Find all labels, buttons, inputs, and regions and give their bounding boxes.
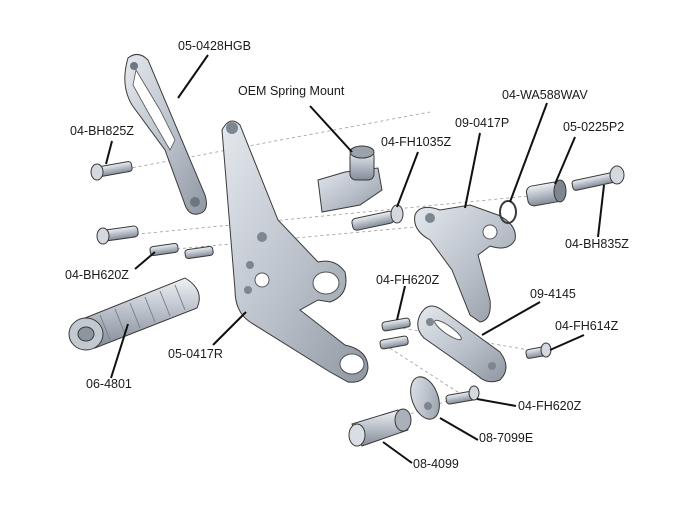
bolt-04-bh835z bbox=[571, 165, 625, 191]
bolt-04-bh620z bbox=[149, 242, 214, 260]
label-09-4145: 09-4145 bbox=[530, 287, 576, 301]
label-04-fh1035z: 04-FH1035Z bbox=[381, 135, 452, 149]
label-04-fh620z-upper: 04-FH620Z bbox=[376, 273, 440, 287]
label-08-7099e: 08-7099E bbox=[479, 431, 533, 445]
washer-04-wa588wav bbox=[499, 200, 517, 224]
label-06-4801: 06-4801 bbox=[86, 377, 132, 391]
link-09-4145 bbox=[417, 305, 507, 383]
bracket-05-0428hgb bbox=[124, 54, 207, 215]
label-04-fh614z: 04-FH614Z bbox=[555, 319, 619, 333]
footpeg-06-4801 bbox=[68, 277, 200, 351]
label-04-bh835z: 04-BH835Z bbox=[565, 237, 629, 251]
label-04-bh825z: 04-BH825Z bbox=[70, 124, 134, 138]
leader-lines bbox=[105, 54, 605, 464]
bolt-04-fh620z-lower bbox=[445, 385, 480, 405]
bolt-04-fh620z-upper bbox=[379, 317, 411, 350]
label-04-wa588wav: 04-WA588WAV bbox=[502, 88, 588, 102]
label-oem-spring-mount: OEM Spring Mount bbox=[238, 84, 345, 98]
cam-08-7099e bbox=[410, 376, 440, 420]
bolt-04-fh614z bbox=[525, 342, 552, 359]
bracket-05-0417r bbox=[221, 120, 369, 383]
bolt-04-fh1035z bbox=[351, 204, 404, 231]
label-05-0417r: 05-0417R bbox=[168, 347, 223, 361]
bolt-left-long bbox=[96, 225, 139, 245]
oem-spring-mount bbox=[317, 145, 383, 213]
label-04-bh620z: 04-BH620Z bbox=[65, 268, 129, 282]
bolt-04-bh825z bbox=[90, 161, 133, 181]
label-05-0225p2: 05-0225P2 bbox=[563, 120, 624, 134]
label-05-0428hgb: 05-0428HGB bbox=[178, 39, 251, 53]
bracket-09-0417p bbox=[414, 204, 516, 323]
spacer-05-0225p2 bbox=[525, 179, 567, 207]
label-08-4099: 08-4099 bbox=[413, 457, 459, 471]
label-04-fh620z-lower: 04-FH620Z bbox=[518, 399, 582, 413]
label-09-0417p: 09-0417P bbox=[455, 116, 509, 130]
part-labels: 05-0428HGB OEM Spring Mount 04-BH825Z 04… bbox=[65, 39, 629, 471]
spacer-08-4099 bbox=[348, 408, 412, 447]
